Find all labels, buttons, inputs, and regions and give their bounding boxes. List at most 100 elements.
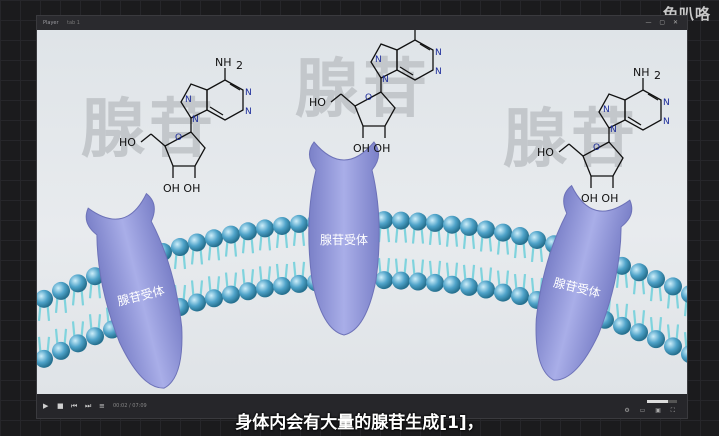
lipid-head (630, 263, 648, 282)
lipid-head (409, 272, 427, 291)
nitrogen-label: N (435, 67, 442, 77)
lipid-head (37, 289, 53, 308)
background-text-center: 腺苷 (295, 53, 431, 127)
oxygen-label: O (593, 143, 600, 153)
receptor-body (535, 184, 633, 381)
amine-subscript: 2 (426, 30, 433, 32)
lipid-head (647, 270, 665, 289)
hydroxyl-pair-label: OH OH (581, 192, 618, 205)
purine-ring (206, 79, 244, 121)
lipid-head (273, 276, 291, 295)
nitrogen-label: N (663, 117, 670, 127)
next-icon[interactable]: ⏭ (85, 402, 92, 410)
lipid-head (681, 345, 687, 363)
lipid-head (460, 277, 478, 296)
volume-slider[interactable] (647, 400, 677, 403)
adenosine-receptor: 腺苷受体 (308, 141, 380, 336)
purine-ring (396, 39, 434, 81)
adenosine-receptor: 腺苷受体 (535, 184, 633, 381)
lipid-head (664, 337, 682, 356)
lipid-head (188, 233, 206, 252)
stop-icon[interactable]: ■ (57, 402, 64, 410)
player-controls: ▶ ■ ⏮ ⏭ ≡ 00:02 / 07:09 ⚙ ▭ ▣ ⛶ (37, 394, 687, 418)
receptor-body (308, 141, 380, 336)
double-bond (399, 66, 414, 76)
window-controls[interactable]: — ▢ ✕ (645, 19, 681, 26)
player-titlebar: Player tab 1 — ▢ ✕ (37, 16, 687, 30)
lipid-head (188, 293, 206, 312)
double-bond (419, 43, 431, 51)
lipid-head (205, 229, 223, 248)
lipid-head (205, 289, 223, 308)
lipid-head (426, 273, 444, 292)
lipid-head (52, 341, 70, 360)
ch2-bond (568, 143, 584, 157)
receptor-body (85, 192, 183, 389)
lipid-head (613, 316, 631, 335)
lipid-head (409, 212, 427, 231)
imidazole-ring (598, 93, 626, 129)
lipid-head (681, 285, 687, 303)
lipid-head (477, 280, 495, 299)
double-bond (647, 93, 659, 101)
nitrogen-label: N (435, 48, 442, 58)
oh-bond (330, 93, 342, 103)
lipid-head (171, 238, 189, 257)
timecode: 00:02 / 07:09 (113, 403, 147, 409)
previous-icon[interactable]: ⏮ (71, 402, 78, 410)
amine-label: NH (215, 56, 232, 69)
nitrogen-label: N (245, 107, 252, 117)
hydroxyl-5-label: HO (309, 96, 326, 109)
nitrogen-label: N (245, 88, 252, 98)
lipid-head (664, 277, 682, 296)
lipid-head (222, 225, 240, 244)
imidazole-ring (180, 83, 208, 119)
lipid-head (69, 334, 87, 353)
nitrogen-label: N (663, 98, 670, 108)
play-icon[interactable]: ▶ (43, 402, 49, 410)
double-bond (209, 106, 224, 116)
nitrogen-label: N (382, 75, 389, 85)
lipid-head (426, 213, 444, 232)
double-bond (627, 116, 642, 126)
lipid-head (647, 330, 665, 349)
lipid-head (256, 279, 274, 298)
ch2-bond (150, 133, 166, 147)
hydroxyl-pair-label: OH OH (163, 182, 200, 195)
nitrogen-label: N (185, 95, 192, 105)
lipid-head (392, 211, 410, 230)
volume-level (647, 400, 668, 403)
media-player-window: Player tab 1 — ▢ ✕ 腺苷 腺苷 腺苷 腺苷受体腺苷受体腺苷受体… (36, 15, 688, 419)
lipid-head (494, 223, 512, 242)
playlist-icon[interactable]: ≡ (99, 402, 105, 410)
lipid-head (222, 285, 240, 304)
lipid-head (392, 271, 410, 290)
player-tab[interactable]: tab 1 (67, 20, 80, 26)
nitrogen-label: N (192, 115, 199, 125)
ch2-bond (340, 93, 356, 107)
double-bond (229, 83, 241, 91)
settings-icons[interactable]: ⚙ ▭ ▣ ⛶ (624, 407, 679, 414)
lipid-head (37, 349, 53, 368)
lipid-head (239, 222, 257, 241)
background-text-right: 腺苷 (503, 103, 639, 177)
receptor-label: 腺苷受体 (320, 233, 368, 247)
lipid-head (511, 287, 529, 306)
hydroxyl-pair-label: OH OH (353, 142, 390, 155)
nitrogen-label: N (610, 125, 617, 135)
amine-subscript: 2 (654, 69, 661, 82)
hydroxyl-5-label: HO (119, 136, 136, 149)
lipid-head (290, 214, 308, 233)
nitrogen-label: N (375, 55, 382, 65)
player-title: Player (43, 20, 59, 26)
lipid-head (630, 323, 648, 342)
oxygen-label: O (175, 133, 182, 143)
lipid-head (69, 274, 87, 293)
oh-bond (558, 143, 570, 153)
lipid-head (528, 230, 546, 249)
